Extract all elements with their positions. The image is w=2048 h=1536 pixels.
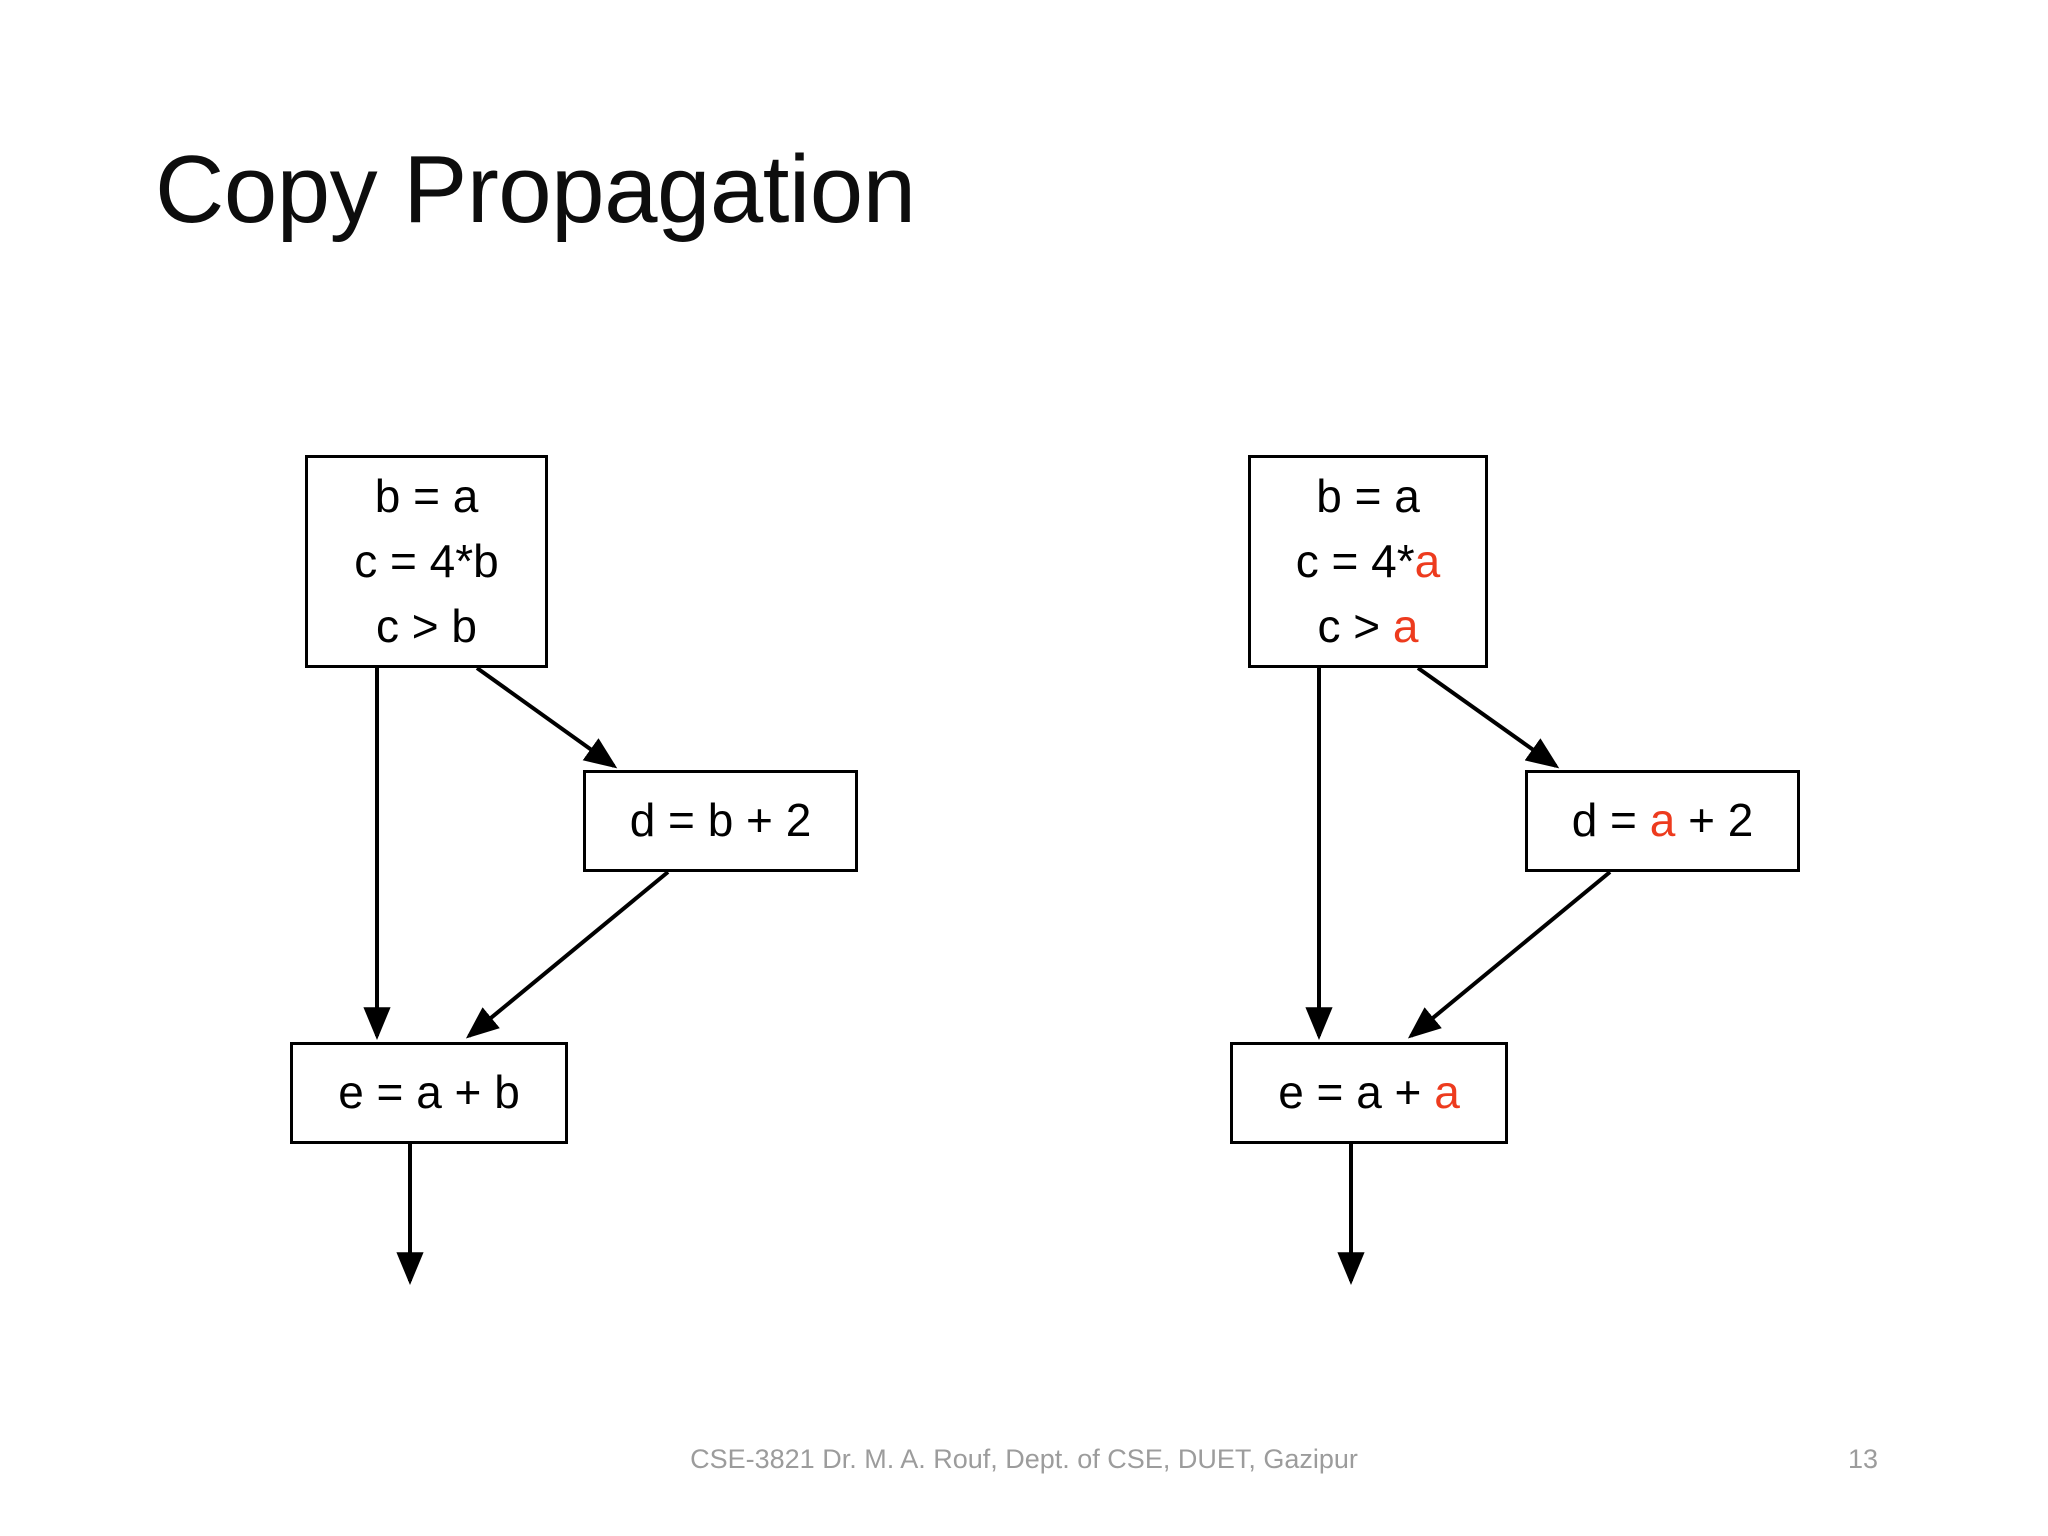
after-entry-line-3-prefix: c > <box>1317 600 1393 653</box>
after-merge-accent: a <box>1434 1066 1460 1119</box>
before-entry-line-3: c > b <box>375 600 477 653</box>
after-entry-line-2-accent: a <box>1414 534 1441 587</box>
before-merge-statement: e = a + b <box>338 1066 520 1119</box>
after-entry-line-3: c > a <box>1317 594 1418 659</box>
after-entry-line-2-prefix: c = 4* <box>1295 534 1415 587</box>
after-branch-suffix: + 2 <box>1675 794 1754 847</box>
after-merge-statement: e = a + a <box>1278 1060 1460 1125</box>
after-entry-line-1: b = a <box>1316 469 1420 522</box>
before-merge-block: e = a + b <box>290 1042 568 1144</box>
before-entry-line-2: c = 4*b <box>354 534 499 587</box>
before-branch-statement: d = b + 2 <box>629 794 812 847</box>
before-entry-line-1: b = a <box>374 469 479 522</box>
slide-page-number: 13 <box>1848 1444 1879 1474</box>
edge-right-entry-to-branch <box>1416 666 1560 769</box>
footer-credit: CSE-3821 Dr. M. A. Rouf, Dept. of CSE, D… <box>690 1444 1358 1474</box>
after-merge-block: e = a + a <box>1230 1042 1508 1144</box>
edge-right-branch-to-merge <box>1407 870 1612 1039</box>
before-entry-block: b = a c = 4*b c > b <box>305 455 548 668</box>
after-branch-block: d = a + 2 <box>1525 770 1800 872</box>
page-title: Copy Propagation <box>155 136 916 243</box>
after-merge-prefix: e = a + <box>1278 1066 1435 1119</box>
after-entry-line-2: c = 4*a <box>1296 529 1441 594</box>
after-branch-statement: d = a + 2 <box>1572 788 1754 853</box>
edge-left-branch-to-merge <box>465 870 670 1039</box>
after-entry-block: b = a c = 4*a c > a <box>1248 455 1488 668</box>
before-branch-block: d = b + 2 <box>583 770 858 872</box>
after-entry-line-3-accent: a <box>1392 600 1419 653</box>
after-branch-prefix: d = <box>1571 794 1650 847</box>
edge-left-entry-to-branch <box>475 666 618 769</box>
after-branch-accent: a <box>1649 794 1676 847</box>
